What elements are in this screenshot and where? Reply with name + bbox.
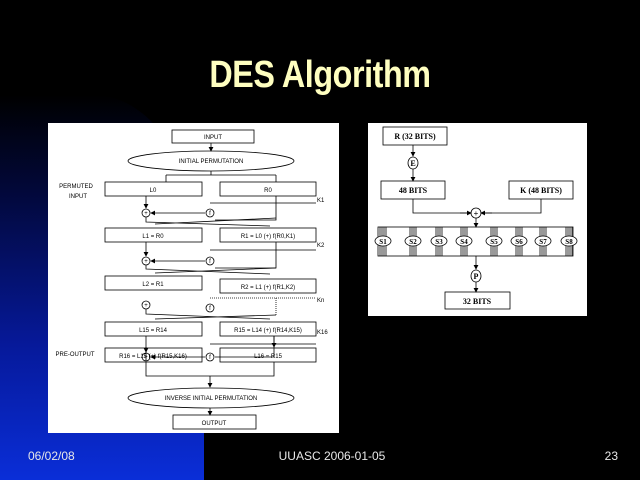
sbox-node xyxy=(560,235,578,247)
xor-symbol: + xyxy=(144,211,148,217)
r16-label: R16 = L15 (+) f(R15,K16) xyxy=(119,354,187,360)
output-label: OUTPUT xyxy=(202,421,227,427)
bits48-label: 48 BITS xyxy=(399,186,428,195)
k2-label: K2 xyxy=(317,243,325,249)
pre-output-label: PRE-OUTPUT xyxy=(56,352,95,358)
l0-box xyxy=(104,181,203,197)
r0-label: R0 xyxy=(264,188,272,194)
l1-label: L1 = R0 xyxy=(142,234,164,240)
f-function-symbol: f xyxy=(209,306,211,312)
f-function-diagram: R (32 BITS) E 48 BITS K (48 BITS) + S1 S2… xyxy=(374,126,578,310)
f-function-symbol: f xyxy=(209,211,211,217)
l1-box xyxy=(104,227,203,243)
l15-label: L15 = R14 xyxy=(139,328,168,334)
xor-label: + xyxy=(474,209,479,218)
sbox-node xyxy=(455,235,473,247)
k1-label: K1 xyxy=(317,198,325,204)
des-flowchart-panel: INPUT INITIAL PERMUTATION PERMUTED INPUT… xyxy=(48,123,339,433)
sbox-label: S5 xyxy=(490,238,498,246)
l15-box xyxy=(104,321,203,337)
sbox-node xyxy=(404,235,422,247)
permuted-label: PERMUTED xyxy=(59,184,93,190)
k-bits-label: K (48 BITS) xyxy=(520,186,562,195)
sbox-label: S1 xyxy=(379,238,387,246)
r0-box xyxy=(219,181,317,197)
r1-label: R1 = L0 (+) f(R0,K1) xyxy=(241,234,295,240)
l16-box xyxy=(219,347,317,363)
sbox-label: S8 xyxy=(565,238,573,246)
sbox-label: S6 xyxy=(515,238,523,246)
sbox-label: S2 xyxy=(409,238,417,246)
sbox-node xyxy=(430,235,448,247)
input-box xyxy=(171,129,255,144)
des-flowchart: INPUT INITIAL PERMUTATION PERMUTED INPUT… xyxy=(56,129,328,430)
r2-box xyxy=(219,278,317,294)
e-label: E xyxy=(410,159,415,168)
sbox-node xyxy=(510,235,528,247)
l2-label: L2 = R1 xyxy=(142,282,164,288)
l2-box xyxy=(104,275,203,291)
permuted-input-label: INPUT xyxy=(69,194,87,200)
xor-symbol: + xyxy=(144,303,148,309)
r16-box xyxy=(104,347,203,363)
bits32-label: 32 BITS xyxy=(463,297,492,306)
sbox-node xyxy=(534,235,552,247)
r-bits-box xyxy=(382,126,448,146)
r15-box xyxy=(219,321,317,337)
sbox-label: S4 xyxy=(460,238,468,246)
inverse-permutation-ellipse xyxy=(127,387,295,409)
p-label: P xyxy=(474,272,479,281)
initial-permutation-label: INITIAL PERMUTATION xyxy=(179,159,244,165)
inverse-permutation-label: INVERSE INITIAL PERMUTATION xyxy=(165,396,258,402)
sbox-node xyxy=(485,235,503,247)
r-bits-label: R (32 BITS) xyxy=(394,132,436,141)
output-box xyxy=(172,414,257,430)
r1-box xyxy=(219,227,317,243)
k16-label: K16 xyxy=(317,330,328,336)
f-function-panel: R (32 BITS) E 48 BITS K (48 BITS) + S1 S2… xyxy=(368,123,587,316)
slide-title: DES Algorithm xyxy=(209,54,431,96)
l0-label: L0 xyxy=(150,188,157,194)
sbox-group: S1 S2 S3 S4 S5 S6 S7 S8 xyxy=(374,227,578,256)
sbox-label: S7 xyxy=(539,238,547,246)
kn-label: Kn xyxy=(317,298,324,304)
r2-label: R2 = L1 (+) f(R1,K2) xyxy=(241,285,295,291)
input-label: INPUT xyxy=(204,135,222,141)
f-function-symbol: f xyxy=(209,355,211,361)
l16-label: L16 = R15 xyxy=(254,354,283,360)
r15-label: R15 = L14 (+) f(R14,K15) xyxy=(234,328,302,334)
footer-center: UUASC 2006-01-05 xyxy=(278,449,386,463)
sbox-node xyxy=(374,235,392,247)
f-function-symbol: f xyxy=(209,259,211,265)
slide-number: 23 xyxy=(604,449,618,463)
bits32-box xyxy=(444,291,511,310)
footer-date: 06/02/08 xyxy=(28,449,75,463)
xor-symbol: + xyxy=(144,259,148,265)
sbox-label: S3 xyxy=(435,238,443,246)
